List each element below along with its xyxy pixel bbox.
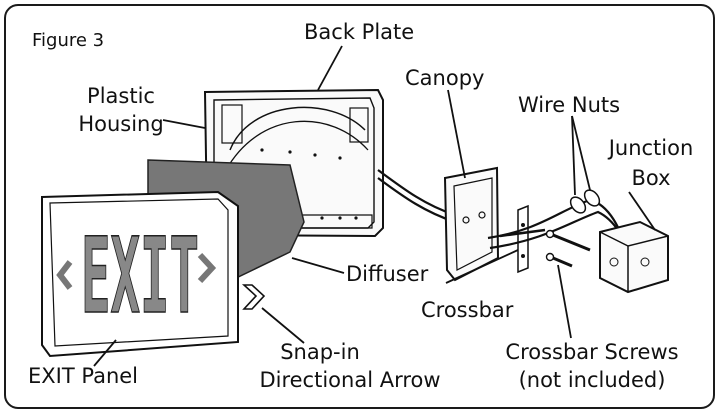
crossbar-screws <box>545 229 591 268</box>
label-back-plate: Back Plate <box>304 20 415 44</box>
exit-sign-text: EXIT <box>81 215 199 337</box>
figure-title: Figure 3 <box>32 30 105 51</box>
label-box: Box <box>631 166 671 190</box>
label-wire-nuts: Wire Nuts <box>518 93 621 117</box>
label-canopy: Canopy <box>405 66 485 90</box>
label-diffuser: Diffuser <box>346 262 429 286</box>
exit-panel: EXIT <box>41 190 239 358</box>
snap-in-arrow <box>241 284 266 310</box>
label-junction: Junction <box>608 136 694 160</box>
label-exit-panel: EXIT Panel <box>28 364 139 388</box>
label-directional-arrow: Directional Arrow <box>259 368 441 392</box>
label-not-included: (not included) <box>518 368 666 392</box>
label-snap-in: Snap-in <box>280 340 360 364</box>
wires <box>377 169 456 224</box>
junction-box <box>599 220 669 294</box>
label-crossbar-screws: Crossbar Screws <box>505 340 679 364</box>
label-housing: Housing <box>78 112 164 136</box>
label-crossbar: Crossbar <box>421 298 514 322</box>
leader-lines <box>93 45 656 367</box>
label-plastic: Plastic <box>87 84 155 108</box>
wire-nuts <box>569 189 601 214</box>
crossbar <box>499 204 546 274</box>
figure-frame <box>4 4 715 409</box>
